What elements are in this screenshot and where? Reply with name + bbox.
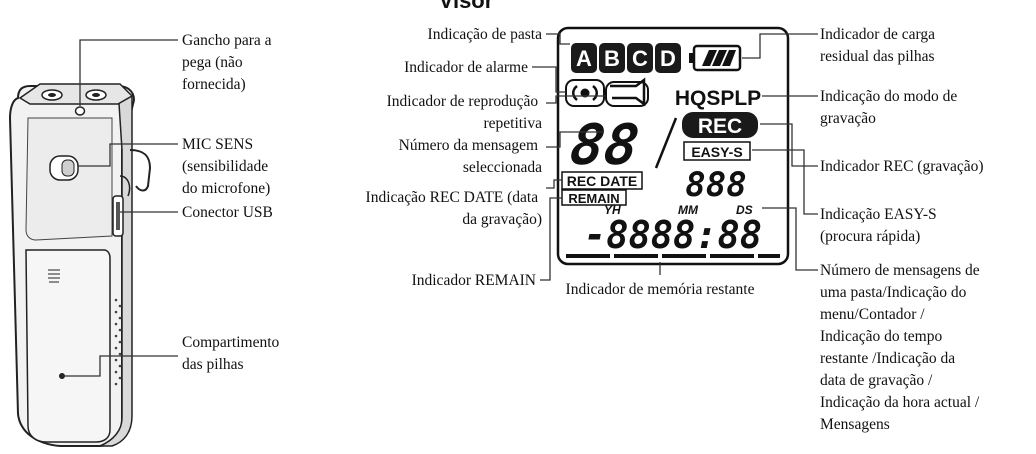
folder-c: C bbox=[632, 46, 648, 71]
title: Visor bbox=[439, 0, 494, 13]
label-counter: Número de mensagens de uma pasta/Indicaç… bbox=[820, 262, 984, 433]
label-memory: Indicador de memória restante bbox=[566, 281, 755, 298]
label-battery-compartment: Compartimento das pilhas bbox=[182, 334, 283, 373]
folder-d: D bbox=[660, 46, 676, 71]
unit-yh: YH bbox=[604, 203, 621, 217]
device-leader-lines bbox=[62, 39, 178, 377]
label-repeat: Indicador de reprodução repetitiva bbox=[387, 93, 542, 132]
folder-b: B bbox=[604, 46, 620, 71]
label-easy-s: Indicação EASY-S (procura rápida) bbox=[820, 206, 941, 245]
remain-label: REMAIN bbox=[568, 191, 619, 206]
label-message-number: Número da mensagem seleccionada bbox=[399, 137, 542, 176]
rec-date-label: REC DATE bbox=[567, 173, 638, 189]
label-battery: Indicador de carga residual das pilhas bbox=[820, 26, 939, 65]
message-number-digits: 88 bbox=[566, 113, 643, 178]
label-remain: Indicador REMAIN bbox=[412, 272, 536, 289]
label-folder: Indicação de pasta bbox=[428, 26, 543, 43]
counter-digits: -8888:88 bbox=[584, 213, 762, 257]
recorder-illustration bbox=[8, 83, 152, 447]
folder-a: A bbox=[576, 46, 592, 71]
label-strap-hook: Gancho para a pega (não fornecida) bbox=[182, 32, 275, 93]
lcd-display: A B C D HQSPLP 88 bbox=[556, 26, 790, 266]
label-rec-date: Indicação REC DATE (data da gravação) bbox=[366, 189, 542, 228]
label-mic-sens: MIC SENS (sensibilidade do microfone) bbox=[182, 136, 272, 197]
easy-s-label: EASY-S bbox=[691, 144, 742, 160]
label-alarm: Indicador de alarme bbox=[404, 59, 528, 76]
folder-indicators: A B C D bbox=[571, 43, 681, 73]
display-leader-lines bbox=[532, 33, 818, 281]
battery-icon bbox=[689, 44, 742, 72]
mode-indicator: HQSPLP bbox=[675, 87, 761, 110]
easy-s-box bbox=[683, 141, 751, 161]
label-usb-connector: Conector USB bbox=[182, 204, 273, 221]
alarm-icon bbox=[565, 79, 605, 107]
rec-badge bbox=[682, 112, 758, 138]
small-digits: 888 bbox=[685, 165, 746, 205]
rec-pointer-line bbox=[654, 117, 678, 169]
repeat-icon bbox=[605, 77, 649, 107]
rec-label: REC bbox=[698, 115, 742, 138]
memory-bar bbox=[566, 254, 780, 258]
unit-mm: MM bbox=[678, 203, 699, 217]
label-rec: Indicador REC (gravação) bbox=[820, 158, 984, 175]
label-mode: Indicação do modo de gravação bbox=[820, 88, 961, 127]
unit-ds: DS bbox=[736, 203, 753, 217]
